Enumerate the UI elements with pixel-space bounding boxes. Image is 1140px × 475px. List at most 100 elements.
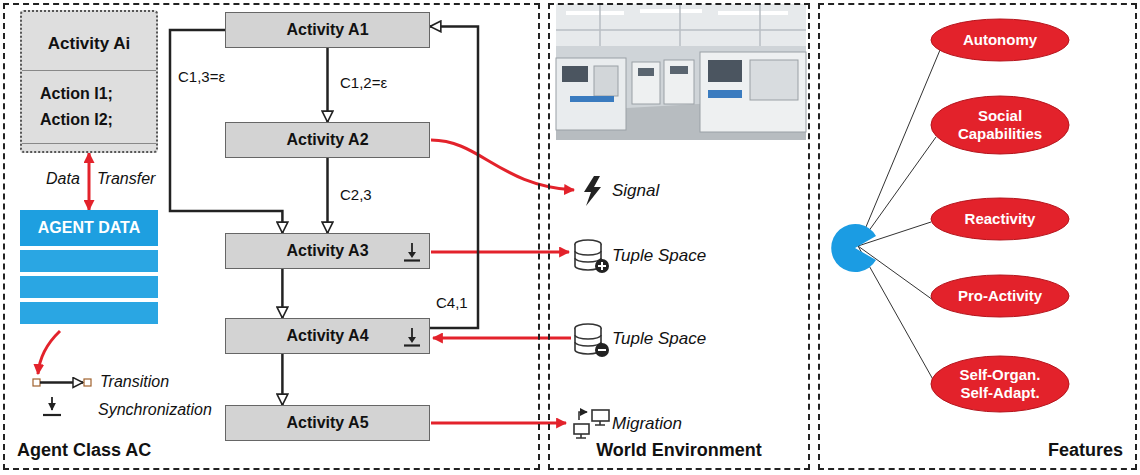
sync-arrowhead	[408, 337, 416, 343]
node-text: Activity A5	[286, 414, 368, 432]
transition-connector	[326, 48, 329, 122]
plus-badge	[595, 259, 609, 273]
photo-light	[718, 11, 788, 15]
node-text: Activity A1	[286, 21, 368, 39]
transition-connector	[281, 354, 284, 405]
sync-symbol	[403, 241, 421, 263]
factory-photo	[556, 4, 806, 140]
world-panel: World Environment	[548, 3, 810, 470]
node-text: Activity A4	[286, 327, 368, 345]
sync-bar	[43, 414, 61, 416]
ellipse-fill	[931, 198, 1069, 240]
data-row	[20, 302, 158, 324]
node-text: Activity A3	[286, 242, 368, 260]
transition-connector	[281, 269, 284, 318]
environment-label: Migration	[612, 414, 682, 434]
photo-beams	[556, 4, 806, 46]
photo-panel	[638, 68, 654, 76]
legend-label: Synchronization	[98, 401, 212, 419]
sync-symbol	[403, 326, 421, 348]
sync-arrowhead	[408, 252, 416, 258]
agent-icon	[831, 50, 940, 392]
monitor-icon	[574, 424, 589, 434]
photo-ground	[556, 4, 806, 140]
monitor-icon	[592, 410, 609, 421]
sync-legend	[43, 397, 61, 415]
monitor-icon	[595, 421, 605, 425]
photo-accent	[570, 96, 614, 102]
photo-panel	[594, 66, 618, 96]
activity-box: Activity A4	[225, 318, 430, 354]
condition-label: C1,2=ε	[338, 74, 389, 91]
transition-port	[33, 379, 40, 386]
legend-red-arrow	[38, 331, 60, 374]
sync-bar	[404, 344, 420, 346]
environment-label: Signal	[612, 181, 659, 201]
agent-data-table: AGENT DATA	[20, 210, 158, 325]
transition-connector	[88, 153, 91, 210]
node-text: Action I2;	[22, 111, 156, 144]
node-text: Activity Ai	[22, 12, 156, 71]
ellipse-fill	[931, 96, 1069, 154]
ellipse-fill	[931, 356, 1069, 412]
node-text: Reactivity	[965, 210, 1036, 228]
ellipse-fill	[931, 19, 1069, 61]
photo-machine	[632, 62, 660, 104]
panel-heading: Features	[1048, 440, 1123, 461]
signal-icon	[584, 176, 601, 206]
node-text: Pro-Activity	[958, 287, 1042, 305]
tuple-icon	[575, 335, 601, 346]
node-text: Autonomy	[963, 31, 1037, 49]
legend-label: Transition	[100, 373, 169, 391]
signal-arrow	[431, 140, 574, 190]
feature-ellipse: Social Capabilities	[930, 95, 1070, 155]
pacman-agent	[831, 224, 876, 272]
condition-label: C4,1	[434, 294, 470, 311]
transfer-label: Transfer	[97, 170, 155, 188]
ellipse-fill	[931, 275, 1069, 317]
transition-connector	[326, 158, 329, 233]
migration-link	[431, 410, 609, 438]
photo-panel	[562, 66, 588, 82]
signal-link	[431, 140, 601, 206]
photo-panel	[750, 60, 798, 100]
transition-legend	[33, 331, 91, 386]
photo-panel	[670, 66, 688, 74]
environment-label: Tuple Space	[612, 329, 706, 349]
activity-box: Activity A1	[225, 12, 430, 48]
photo-machine	[556, 58, 626, 130]
transition-line	[40, 381, 83, 384]
feature-ellipse: Reactivity	[930, 197, 1070, 241]
photo-panel	[708, 60, 742, 82]
activity-template-box: Activity Ai Action I1; Action I2;	[20, 10, 158, 153]
photo-light	[566, 11, 624, 15]
activity-box: Activity A2	[225, 122, 430, 158]
feature-ellipse: Self-Organ. Self-Adapt.	[930, 355, 1070, 413]
photo-light	[640, 9, 702, 13]
sync-bar	[404, 259, 420, 261]
node-text: Action I1;	[22, 85, 156, 103]
features-panel: Features AutonomySocial CapabilitiesReact…	[818, 3, 1137, 470]
transfer-label: Data	[46, 170, 80, 188]
node-text: Self-Organ. Self-Adapt.	[948, 366, 1052, 402]
environment-label: Tuple Space	[612, 246, 706, 266]
feature-ellipse: Autonomy	[930, 18, 1070, 62]
activity-box: Activity A5	[225, 405, 430, 441]
transition-port	[84, 379, 91, 386]
data-row	[20, 276, 158, 298]
plus-badge	[598, 262, 606, 270]
sync-arrow	[51, 397, 53, 410]
photo-machine	[664, 60, 694, 104]
condition-label: C2,3	[338, 186, 374, 203]
condition-label: C1,3=ε	[176, 68, 227, 85]
node-text: AGENT DATA	[20, 210, 158, 246]
panel-heading: World Environment	[596, 440, 762, 461]
tuple-icon	[575, 251, 601, 262]
photo-ceiling	[556, 4, 806, 46]
minus-badge	[598, 349, 606, 351]
feature-ellipse: Pro-Activity	[930, 274, 1070, 318]
photo-machine	[700, 52, 806, 132]
data-row	[20, 250, 158, 272]
activity-box: Activity A3	[225, 233, 430, 269]
agent-class-panel: Agent Class ACActivity AiAction I1;Actio…	[3, 3, 540, 470]
